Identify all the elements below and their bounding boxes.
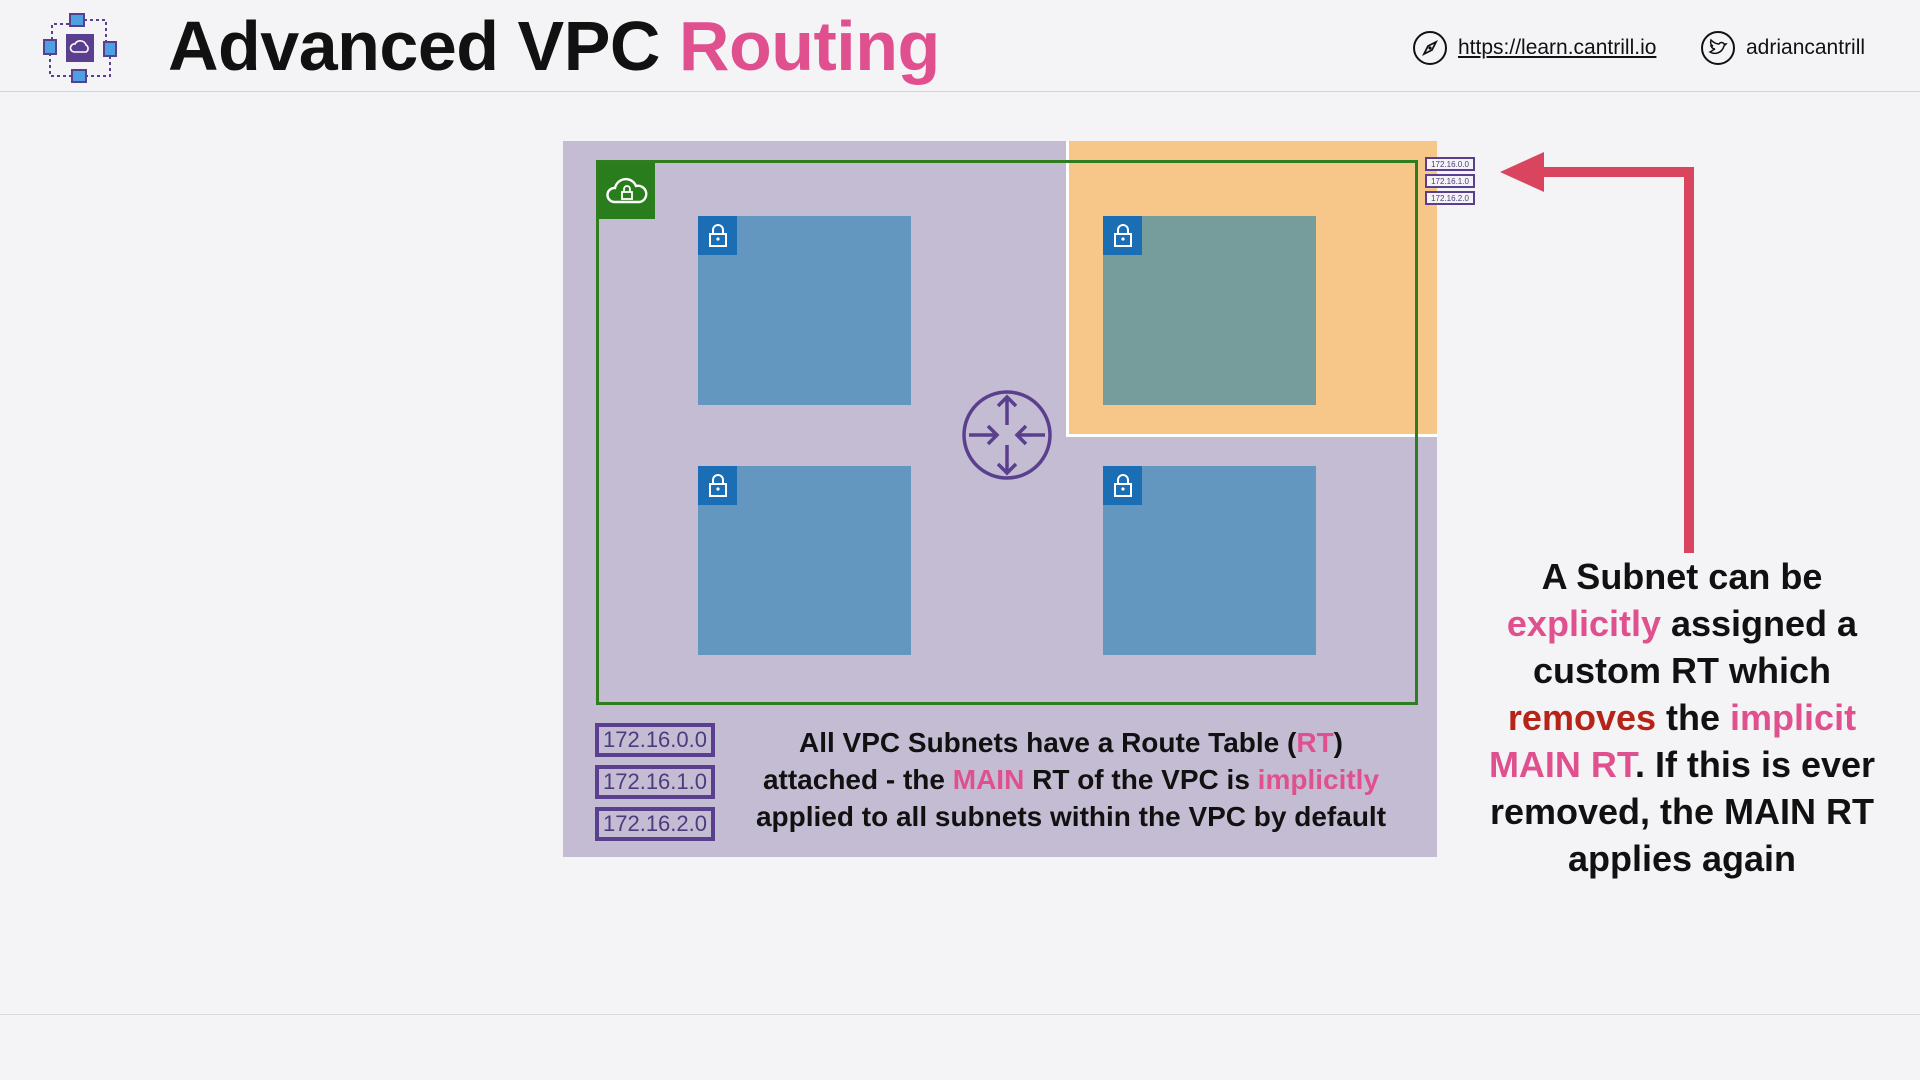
vpc-network-icon: [43, 13, 117, 83]
custom-route-entry: 172.16.1.0: [1425, 174, 1475, 188]
custom-route-entry: 172.16.2.0: [1425, 191, 1475, 205]
twitter-handle[interactable]: adriancantrill: [1746, 36, 1866, 59]
note-removes: removes: [1507, 697, 1657, 738]
footer-divider: [0, 1014, 1920, 1015]
router-icon: [962, 390, 1052, 480]
caption-text: attached - the: [762, 764, 953, 795]
custom-route-entry: 172.16.0.0: [1425, 157, 1475, 171]
subnet-bottom-left: [698, 466, 911, 655]
note-text: the: [1656, 697, 1731, 738]
main-rt-caption: All VPC Subnets have a Route Table (RT) …: [735, 724, 1407, 835]
lock-icon: [1103, 466, 1142, 505]
lock-icon: [1103, 216, 1142, 255]
note-explicitly: explicitly: [1506, 603, 1661, 644]
title-main: Advanced VPC: [168, 7, 679, 85]
caption-text: All VPC Subnets have a Route Table (: [798, 727, 1297, 758]
caption-text: applied to all subnets within the VPC by…: [755, 801, 1387, 832]
note-implicit-main-rt: implicit MAIN RT: [1488, 697, 1857, 785]
subnet-bottom-right: [1103, 466, 1316, 655]
lock-icon: [698, 466, 737, 505]
vpc-cloud-icon: [599, 163, 655, 219]
twitter-link[interactable]: adriancantrill: [1700, 30, 1865, 66]
subnet-top-left: [698, 216, 911, 405]
caption-text: RT of the VPC is: [1024, 764, 1258, 795]
title-accent: Routing: [678, 7, 940, 85]
course-url[interactable]: https://learn.cantrill.io: [1458, 36, 1657, 59]
subnet-top-right: [1103, 216, 1316, 405]
caption-rt: RT: [1296, 727, 1334, 758]
vpc-boundary: [596, 160, 1418, 705]
route-entry: 172.16.0.0: [595, 723, 715, 757]
caption-implicitly: implicitly: [1257, 764, 1380, 795]
compass-icon: [1413, 31, 1447, 65]
route-entry: 172.16.1.0: [595, 765, 715, 799]
route-entry: 172.16.2.0: [595, 807, 715, 841]
slide-header: Advanced VPC Routing https://learn.cantr…: [0, 0, 1920, 92]
note-text: . If this is ever removed, the MAIN RT a…: [1489, 744, 1876, 879]
caption-text: ): [1333, 727, 1343, 758]
note-text: assigned a custom RT which: [1532, 603, 1858, 691]
lock-icon: [698, 216, 737, 255]
explicit-assignment-note: A Subnet can be explicitly assigned a cu…: [1470, 553, 1894, 882]
course-link[interactable]: https://learn.cantrill.io: [1412, 30, 1656, 66]
note-text: A Subnet can be: [1541, 556, 1823, 597]
caption-main: MAIN: [952, 764, 1025, 795]
twitter-bird-icon: [1701, 31, 1735, 65]
page-title: Advanced VPC Routing: [168, 6, 940, 86]
